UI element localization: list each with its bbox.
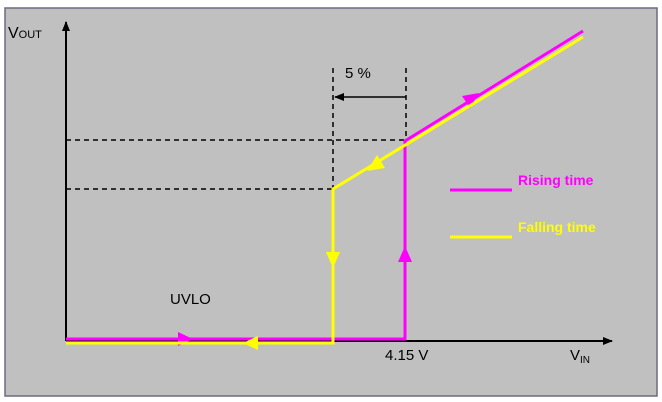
falling-arrow-down	[326, 252, 340, 268]
diagram-frame	[4, 7, 658, 397]
rising-arrow-up	[398, 246, 412, 262]
rising-curve	[66, 29, 584, 341]
threshold-label: 4.15 V	[385, 347, 428, 364]
uvlo-label: UVLO	[170, 291, 211, 308]
x-axis-label: VIN	[570, 347, 590, 366]
y-axis-label: VOUT	[8, 25, 42, 42]
hysteresis-label: 5 %	[345, 65, 371, 82]
legend-rising-label: Rising time	[518, 172, 594, 188]
falling-arrow-left	[243, 336, 258, 350]
rising-arrow-diagonal	[462, 93, 479, 108]
legend-falling-label: Falling time	[518, 219, 596, 235]
falling-arrow-diagonal	[367, 155, 385, 171]
